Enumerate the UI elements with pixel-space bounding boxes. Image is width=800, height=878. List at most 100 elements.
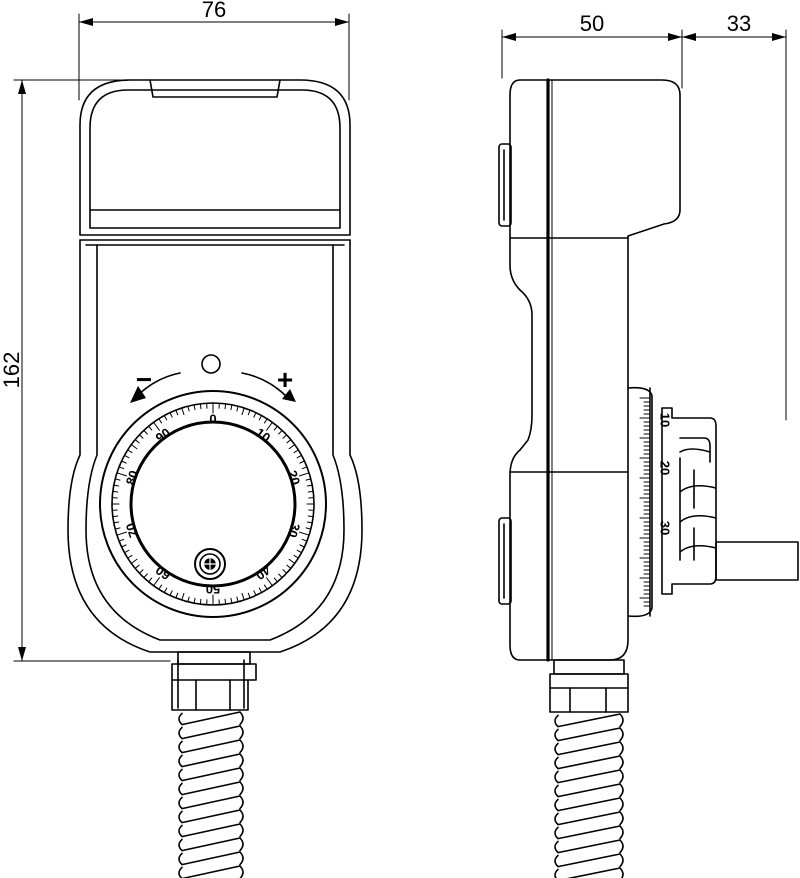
dial-tick [118, 466, 125, 470]
knob-dimension-label: 33 [727, 11, 751, 36]
dial-tick [143, 573, 148, 579]
dial-tick [265, 577, 273, 587]
dial-tick [123, 454, 130, 459]
dial-tick [224, 403, 227, 410]
dial-tick [193, 597, 196, 604]
dial-tick [199, 403, 202, 410]
side-handwheel[interactable] [661, 407, 717, 595]
side-spiral-cable [554, 713, 624, 878]
dial-tick [138, 569, 144, 574]
side-dial-label: 30 [658, 521, 673, 535]
side-button-top[interactable] [498, 143, 512, 227]
dial-tick [169, 412, 173, 418]
dial-scale-label: 0 [209, 411, 216, 426]
crank-knob-icon[interactable] [194, 548, 226, 580]
dial-tick [230, 404, 233, 411]
dial-tick [113, 521, 120, 524]
plus-symbol: + [277, 364, 293, 395]
led-indicator-icon [201, 354, 221, 374]
dial-scale-label: 60 [153, 562, 174, 583]
dial-tick [121, 460, 127, 464]
dial-tick [296, 454, 303, 459]
dial-tick [296, 549, 303, 554]
dial-tick [138, 434, 144, 439]
side-dial-ring: 10 20 30 [627, 386, 673, 618]
dial-tick [293, 449, 299, 454]
dial-tick [263, 584, 268, 590]
dial-tick [307, 490, 314, 493]
dial-outer-ring [99, 390, 327, 618]
dial-tick [112, 490, 119, 493]
dial-tick [282, 569, 288, 574]
dial-tick [288, 444, 296, 450]
dial-tick [130, 558, 138, 564]
dial-tick [123, 549, 130, 554]
dial-tick [187, 405, 190, 412]
dial-tick [236, 405, 239, 412]
dial-tick [258, 414, 263, 421]
dial-tick [273, 577, 278, 583]
dial-tick [293, 554, 299, 559]
dimension-height: 162 [0, 79, 181, 662]
width-dimension-label: 76 [202, 0, 226, 22]
dial-tick [253, 412, 257, 418]
dial-scale-label: 10 [253, 425, 274, 446]
dial-tick [163, 414, 168, 421]
handle-outline [79, 79, 351, 236]
dial-scale-label: 90 [153, 425, 174, 446]
dial-tick [306, 521, 313, 524]
dial-tick [175, 409, 179, 416]
dial-tick [114, 478, 121, 481]
dial-tick [299, 460, 305, 464]
dial-scale-ticks [111, 402, 315, 606]
dial-tick [241, 592, 245, 601]
side-view: 10 20 30 [498, 78, 799, 878]
dimension-depth: 50 33 [501, 11, 787, 421]
dial-tick [301, 466, 308, 470]
dial-tick [169, 590, 173, 596]
dial-tick [130, 444, 138, 450]
dial-tick [175, 592, 179, 599]
dial-tick [286, 439, 292, 444]
dial-tick [299, 544, 305, 548]
dial-tick [134, 564, 140, 569]
side-cable-gland [549, 659, 629, 713]
dial-tick [118, 538, 125, 542]
dial-tick [306, 484, 313, 487]
side-dial-label: 10 [658, 413, 673, 427]
dial-tick [258, 587, 263, 594]
spiral-cable [178, 711, 244, 878]
dial-tick [187, 596, 190, 603]
dial-tick [288, 558, 296, 564]
dial-tick [158, 584, 163, 590]
dial-tick [305, 527, 312, 530]
dial-tick [247, 409, 251, 416]
dial-tick [153, 421, 161, 431]
dimension-width: 76 [78, 0, 350, 101]
crank-handle[interactable] [715, 541, 799, 581]
dial-tick [241, 407, 245, 416]
side-dial-label: 20 [658, 461, 673, 475]
dial-tick [263, 418, 268, 424]
dial-handwheel[interactable] [129, 420, 297, 588]
side-housing-outline [509, 79, 681, 661]
dial-tick [163, 587, 168, 594]
dial-tick [236, 596, 239, 603]
dial-scale-label: 40 [253, 562, 274, 583]
dial-tick [158, 418, 163, 424]
dial-tick [121, 544, 127, 548]
dial-tick [148, 425, 153, 431]
dial-tick [305, 478, 312, 481]
minus-symbol: − [136, 364, 152, 395]
dial-tick [299, 531, 310, 536]
dial-tick [112, 515, 119, 518]
plus-arrow-icon [241, 372, 288, 398]
dial-tick [116, 472, 127, 477]
dial-tick [143, 429, 148, 435]
dial-tick [230, 597, 233, 604]
dial-tick [134, 439, 140, 444]
side-button-bottom[interactable] [498, 517, 512, 605]
dial-tick [278, 573, 283, 579]
dial-tick [253, 590, 257, 596]
